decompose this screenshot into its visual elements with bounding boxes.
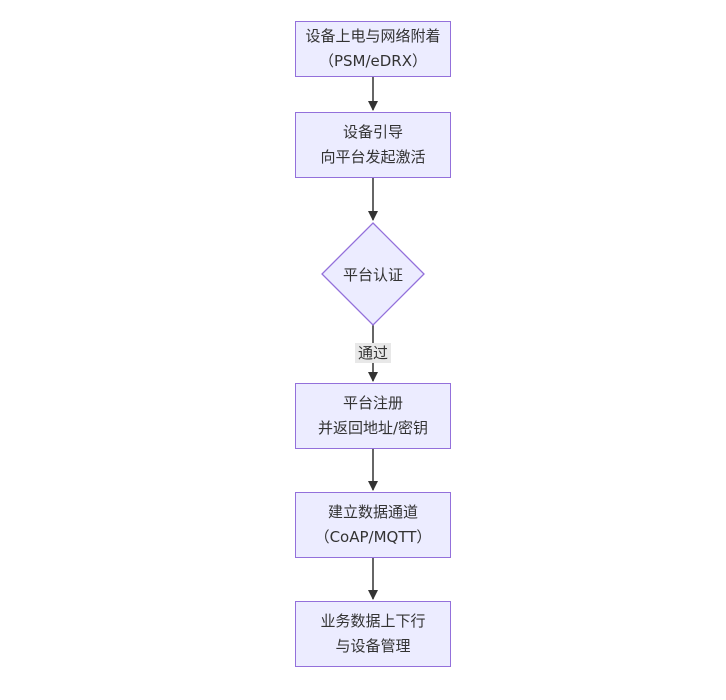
node-business-data: 业务数据上下行 与设备管理 <box>295 601 451 667</box>
node-label-line: 设备上电与网络附着 <box>305 27 441 45</box>
node-label-line: （CoAP/MQTT） <box>314 528 432 546</box>
node-device-bootstrap: 设备引导 向平台发起激活 <box>295 112 451 178</box>
node-platform-auth-decision: 平台认证 <box>321 222 425 326</box>
node-label-line: 向平台发起激活 <box>320 148 426 166</box>
node-label-line: （PSM/eDRX） <box>318 52 428 70</box>
node-platform-register: 平台注册 并返回地址/密钥 <box>295 383 451 449</box>
node-label-line: 平台认证 <box>342 265 403 284</box>
node-label-line: 业务数据上下行 <box>320 612 426 630</box>
node-label-line: 建立数据通道 <box>327 503 418 521</box>
node-data-channel: 建立数据通道 （CoAP/MQTT） <box>295 492 451 558</box>
node-device-power-attach: 设备上电与网络附着 （PSM/eDRX） <box>295 21 451 77</box>
node-label-line: 平台注册 <box>342 394 403 412</box>
node-label-line: 与设备管理 <box>335 637 411 655</box>
node-label-line: 并返回地址/密钥 <box>317 419 429 437</box>
node-label-line: 设备引导 <box>342 123 403 141</box>
edge-label-pass: 通过 <box>354 343 392 363</box>
diamond-shape <box>321 222 425 326</box>
